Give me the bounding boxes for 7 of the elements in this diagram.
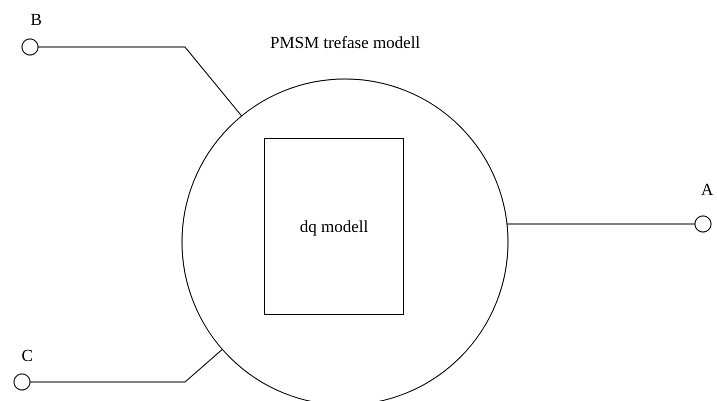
model-title: PMSM trefase modell [270,33,420,53]
terminal-label: B [30,10,42,30]
submodel-box: dq modell [264,138,404,315]
connector-line [30,348,223,382]
terminal-label: C [22,346,33,366]
connector-line [38,46,242,116]
terminal-label: A [701,180,714,200]
